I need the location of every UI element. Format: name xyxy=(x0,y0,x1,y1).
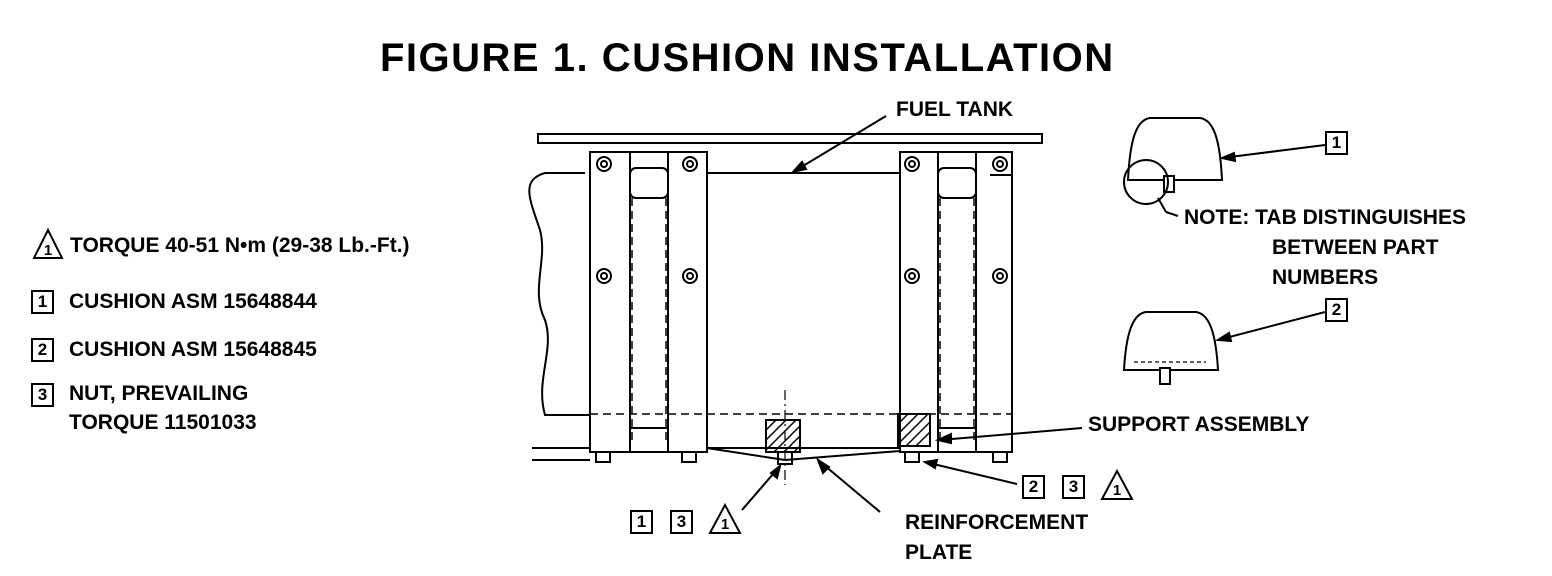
right-support-strap xyxy=(899,151,1013,463)
left-ref-box-1: 1 xyxy=(630,510,653,534)
cushion-2-ref-box: 2 xyxy=(1325,298,1348,322)
torque-warning-triangle-icon: 1 xyxy=(32,228,64,259)
torque-symbol-number: 1 xyxy=(44,242,52,259)
svg-text:1: 1 xyxy=(721,516,729,533)
fuel-tank-break-line xyxy=(528,172,590,416)
note-text-line3: NUMBERS xyxy=(1272,266,1379,289)
right-ref-box-3: 3 xyxy=(1062,475,1085,499)
figure-title: FIGURE 1. CUSHION INSTALLATION xyxy=(380,36,1115,80)
legend-item-3-number: 3 xyxy=(31,383,54,407)
note-text: NOTE: TAB DISTINGUISHES xyxy=(1184,206,1466,229)
leader-lines xyxy=(741,115,1083,513)
fuel-tank-label: FUEL TANK xyxy=(896,98,1014,121)
frame-rail-top xyxy=(537,133,1043,144)
cushion-detail-2 xyxy=(1122,311,1326,385)
left-ref-box-3: 3 xyxy=(670,510,693,534)
torque-triangle-icons: 1 1 xyxy=(708,468,1134,534)
legend-item-1-number: 1 xyxy=(31,290,54,314)
cushion-detail-1 xyxy=(1123,117,1326,217)
legend-item-3-text: NUT, PREVAILING xyxy=(69,382,249,405)
fuel-tank-assembly xyxy=(528,133,1043,485)
legend-item-2-number: 2 xyxy=(31,338,54,362)
cushion-1-ref-box: 1 xyxy=(1325,131,1348,155)
reinforcement-plate-label-line2: PLATE xyxy=(905,541,973,564)
right-cushion-block xyxy=(897,413,931,447)
cushion-hatching xyxy=(765,413,931,453)
legend-item-3-text-line2: TORQUE 11501033 xyxy=(69,411,257,434)
support-assembly-label: SUPPORT ASSEMBLY xyxy=(1088,413,1310,436)
svg-text:1: 1 xyxy=(1113,482,1121,499)
left-support-strap xyxy=(589,151,708,463)
left-torque-triangle-icon xyxy=(708,502,742,534)
legend-item-2-text: CUSHION ASM 15648845 xyxy=(69,338,317,361)
right-torque-triangle-icon xyxy=(1100,468,1134,500)
reinforcement-plate-label: REINFORCEMENT xyxy=(905,511,1089,534)
legend-item-1-text: CUSHION ASM 15648844 xyxy=(69,290,317,313)
note-text-line2: BETWEEN PART xyxy=(1272,236,1439,259)
torque-spec-text: TORQUE 40-51 N•m (29-38 Lb.-Ft.) xyxy=(70,234,410,257)
right-ref-box-2: 2 xyxy=(1022,475,1045,499)
